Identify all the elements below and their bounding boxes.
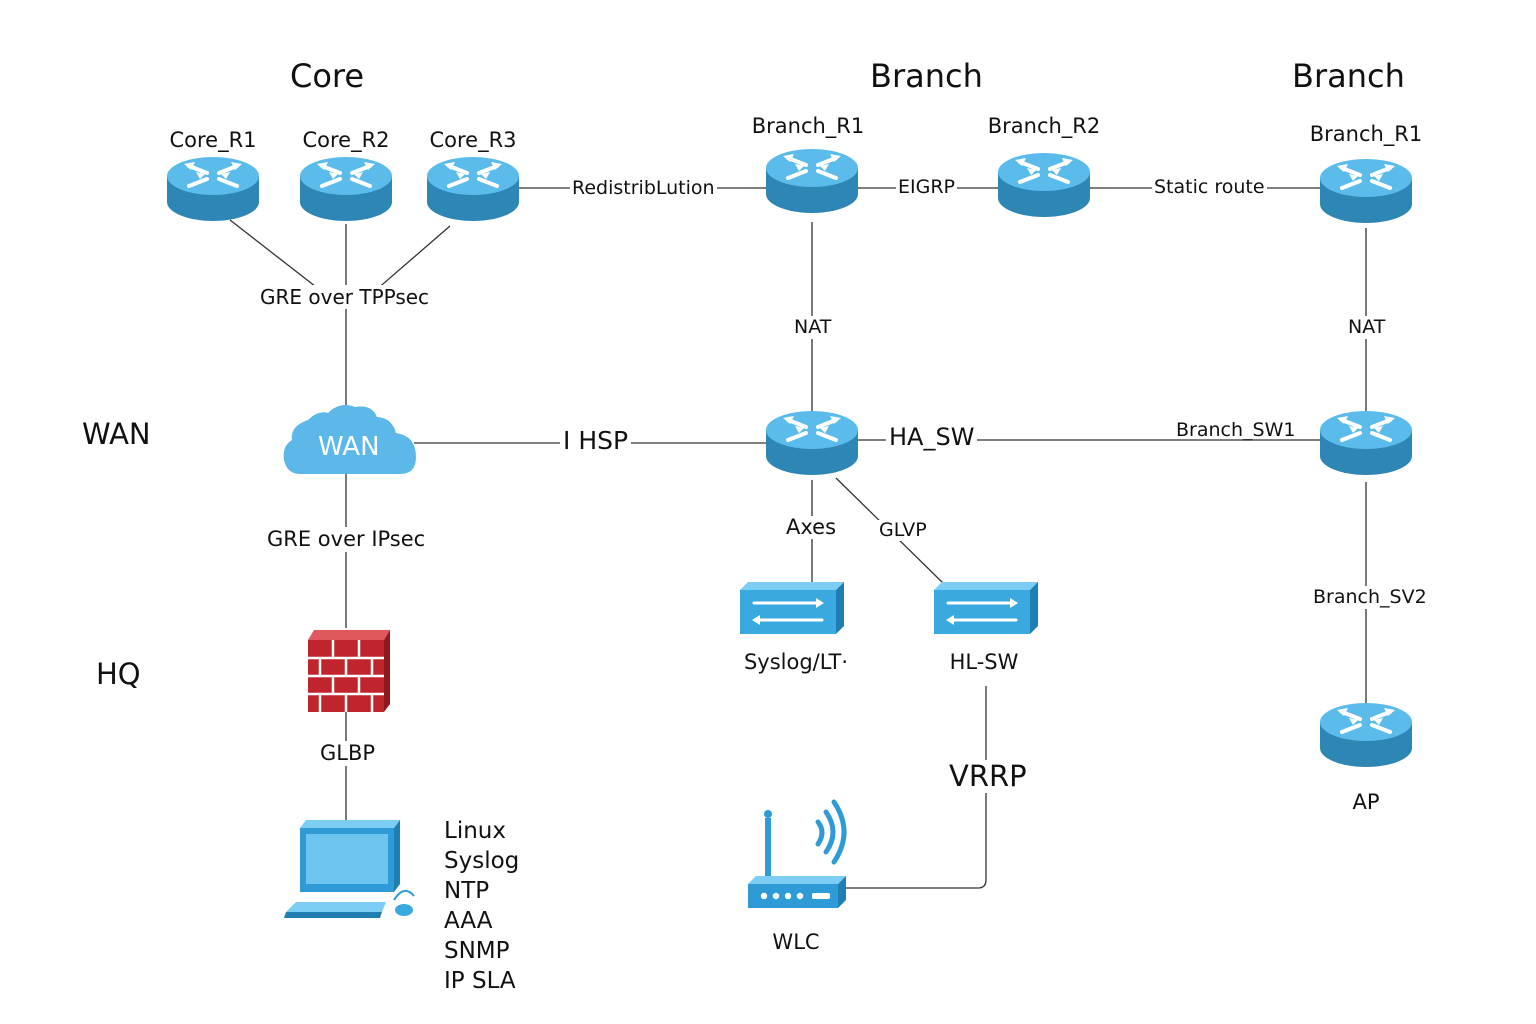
- branch-r1-router-icon: [764, 147, 860, 215]
- node-label-branch-r1-right: Branch_R1: [1309, 122, 1423, 146]
- link-label-branch-sw1: Branch_SW1: [1176, 419, 1296, 441]
- link-label-ha-sw: HA_SW: [886, 425, 978, 449]
- wan-cloud-icon: [283, 405, 416, 474]
- service-item: NTP: [444, 878, 490, 904]
- computer-icon: [284, 820, 415, 918]
- link-label-hsrp: I HSP: [560, 428, 632, 453]
- link-label-gre-hq: GRE over IPsec: [265, 527, 428, 552]
- service-item: Linux: [444, 818, 506, 844]
- link-label-eigrp: EIGRP: [896, 176, 957, 198]
- node-label-core-r1: Core_R1: [169, 128, 257, 152]
- hq-services-list: Linux Syslog NTP AAA SNMP IP SLA: [444, 816, 519, 996]
- link-label-nat-left: NAT: [792, 316, 834, 339]
- core-r2-router-icon: [298, 155, 394, 223]
- core-r1-router-icon: [165, 155, 261, 223]
- link-label-static-route: Static route: [1152, 176, 1267, 198]
- row-label-wan: WAN: [82, 417, 151, 451]
- right-branch-r1-router-icon: [1318, 157, 1414, 225]
- link-label-vrrp: VRRP: [946, 760, 1030, 793]
- node-label-ap: AP: [1352, 790, 1380, 814]
- branch-r2-router-icon: [996, 151, 1092, 219]
- branch-sw1-router-icon: [1318, 409, 1414, 477]
- row-label-hq: HQ: [96, 657, 141, 691]
- service-item: AAA: [444, 908, 493, 934]
- ap-router-icon: [1318, 701, 1414, 769]
- node-label-core-r3: Core_R3: [429, 128, 517, 152]
- node-label-branch-r1: Branch_R1: [751, 114, 865, 138]
- hl-sw-switch-icon: [932, 580, 1040, 636]
- service-item: SNMP: [444, 938, 510, 964]
- link-label-nat-right: NAT: [1346, 316, 1388, 339]
- column-header-branch-right: Branch: [1292, 57, 1405, 95]
- firewall-icon: [308, 630, 390, 712]
- syslog-switch-icon: [738, 580, 846, 636]
- link-label-glbp: GLBP: [318, 741, 378, 766]
- hsrp-router-icon: [764, 409, 860, 477]
- core-r3-router-icon: [425, 155, 521, 223]
- node-label-hl-sw: HL-SW: [949, 650, 1019, 674]
- wlc-icon: [748, 799, 847, 908]
- service-item: IP SLA: [444, 968, 516, 994]
- wan-cloud-label: WAN: [318, 432, 380, 462]
- service-item: Syslog: [444, 848, 520, 874]
- link-label-axes: Axes: [784, 515, 839, 539]
- node-label-core-r2: Core_R2: [302, 128, 390, 152]
- node-label-wlc: WLC: [772, 930, 820, 954]
- node-label-syslog: Syslog/LT·: [743, 650, 849, 674]
- node-label-branch-r2: Branch_R2: [987, 114, 1101, 138]
- link-core-r3-gre: [375, 225, 451, 291]
- link-core-r1-gre: [229, 219, 321, 291]
- column-header-branch: Branch: [870, 57, 983, 95]
- link-label-gre-core: GRE over TPPsec: [258, 285, 432, 309]
- link-vrrp: [846, 686, 987, 889]
- column-header-core: Core: [290, 57, 365, 95]
- link-label-branch-sv2: Branch_SV2: [1311, 586, 1429, 609]
- link-label-glvp: GLVP: [877, 519, 929, 541]
- link-label-redistribution: RedistribLution: [570, 177, 717, 199]
